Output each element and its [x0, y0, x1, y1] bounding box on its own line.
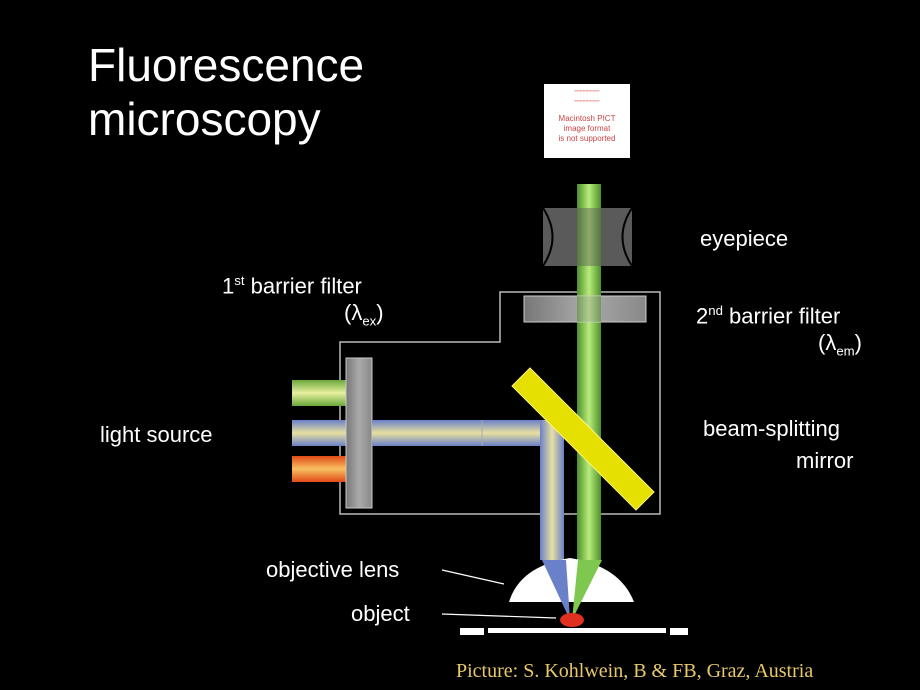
first-barrier-text: barrier filter — [244, 273, 362, 299]
first-barrier-filter-label: 1st barrier filter — [222, 268, 362, 299]
second-barrier-number: 2 — [696, 303, 709, 329]
first-barrier-filter — [345, 357, 373, 509]
light-source-green-beam — [292, 380, 346, 406]
picture-credit: Picture: S. Kohlwein, B & FB, Graz, Aust… — [456, 660, 814, 682]
title-line2: microscopy — [88, 93, 321, 145]
light-source-blue-beam — [292, 420, 346, 446]
objective-lens-pointer — [441, 569, 505, 585]
object-pointer — [441, 613, 557, 619]
second-barrier-text: barrier filter — [722, 303, 841, 329]
second-barrier-sup: nd — [708, 303, 723, 318]
microscope-housing — [339, 291, 661, 515]
second-barrier-lambda-label: (λem) — [818, 330, 862, 359]
placeholder-line3: is not supported — [558, 134, 616, 143]
title-line1: Fluorescence — [88, 39, 365, 91]
slide-right-tab — [670, 628, 688, 635]
placeholder-line2: image format — [563, 124, 611, 133]
object-specimen — [560, 613, 584, 627]
slide-left-tab — [460, 628, 484, 635]
beam-splitting-label: beam-splitting — [703, 416, 840, 441]
eyepiece-lens — [542, 207, 633, 267]
page-title: Fluorescence microscopy — [88, 38, 364, 146]
first-barrier-sup: st — [234, 273, 245, 288]
first-barrier-number: 1 — [222, 273, 235, 299]
mirror-label: mirror — [796, 448, 854, 473]
light-source-orange-beam — [292, 456, 346, 482]
excitation-beam-vertical — [540, 420, 564, 560]
lambda-ex-subscript: ex — [362, 313, 377, 329]
light-source-label: light source — [100, 422, 213, 447]
objective-lens-label: objective lens — [266, 557, 400, 582]
objective-lens — [509, 558, 634, 602]
lambda-ex-symbol: λ — [351, 300, 363, 325]
second-barrier-filter-label: 2nd barrier filter — [696, 298, 840, 329]
unsupported-image-placeholder: ▪▪▪▪▪▪▪▪▪▪▪▪▪▪▪▪▪▪ ▪▪▪▪▪▪▪▪▪▪▪▪▪▪▪▪▪▪ Ma… — [544, 84, 630, 158]
slide — [488, 628, 666, 633]
lambda-em-subscript: em — [836, 343, 855, 359]
emission-cone — [572, 560, 602, 620]
lambda-em-symbol: λ — [825, 330, 837, 355]
first-barrier-lambda-label: (λex) — [344, 300, 384, 329]
excitation-beam-horizontal — [372, 420, 544, 446]
object-label: object — [351, 601, 410, 626]
eyepiece-label: eyepiece — [700, 226, 789, 251]
excitation-cone — [542, 560, 570, 620]
placeholder-line1: Macintosh PICT — [558, 114, 616, 123]
beam-splitting-mirror — [511, 367, 655, 511]
